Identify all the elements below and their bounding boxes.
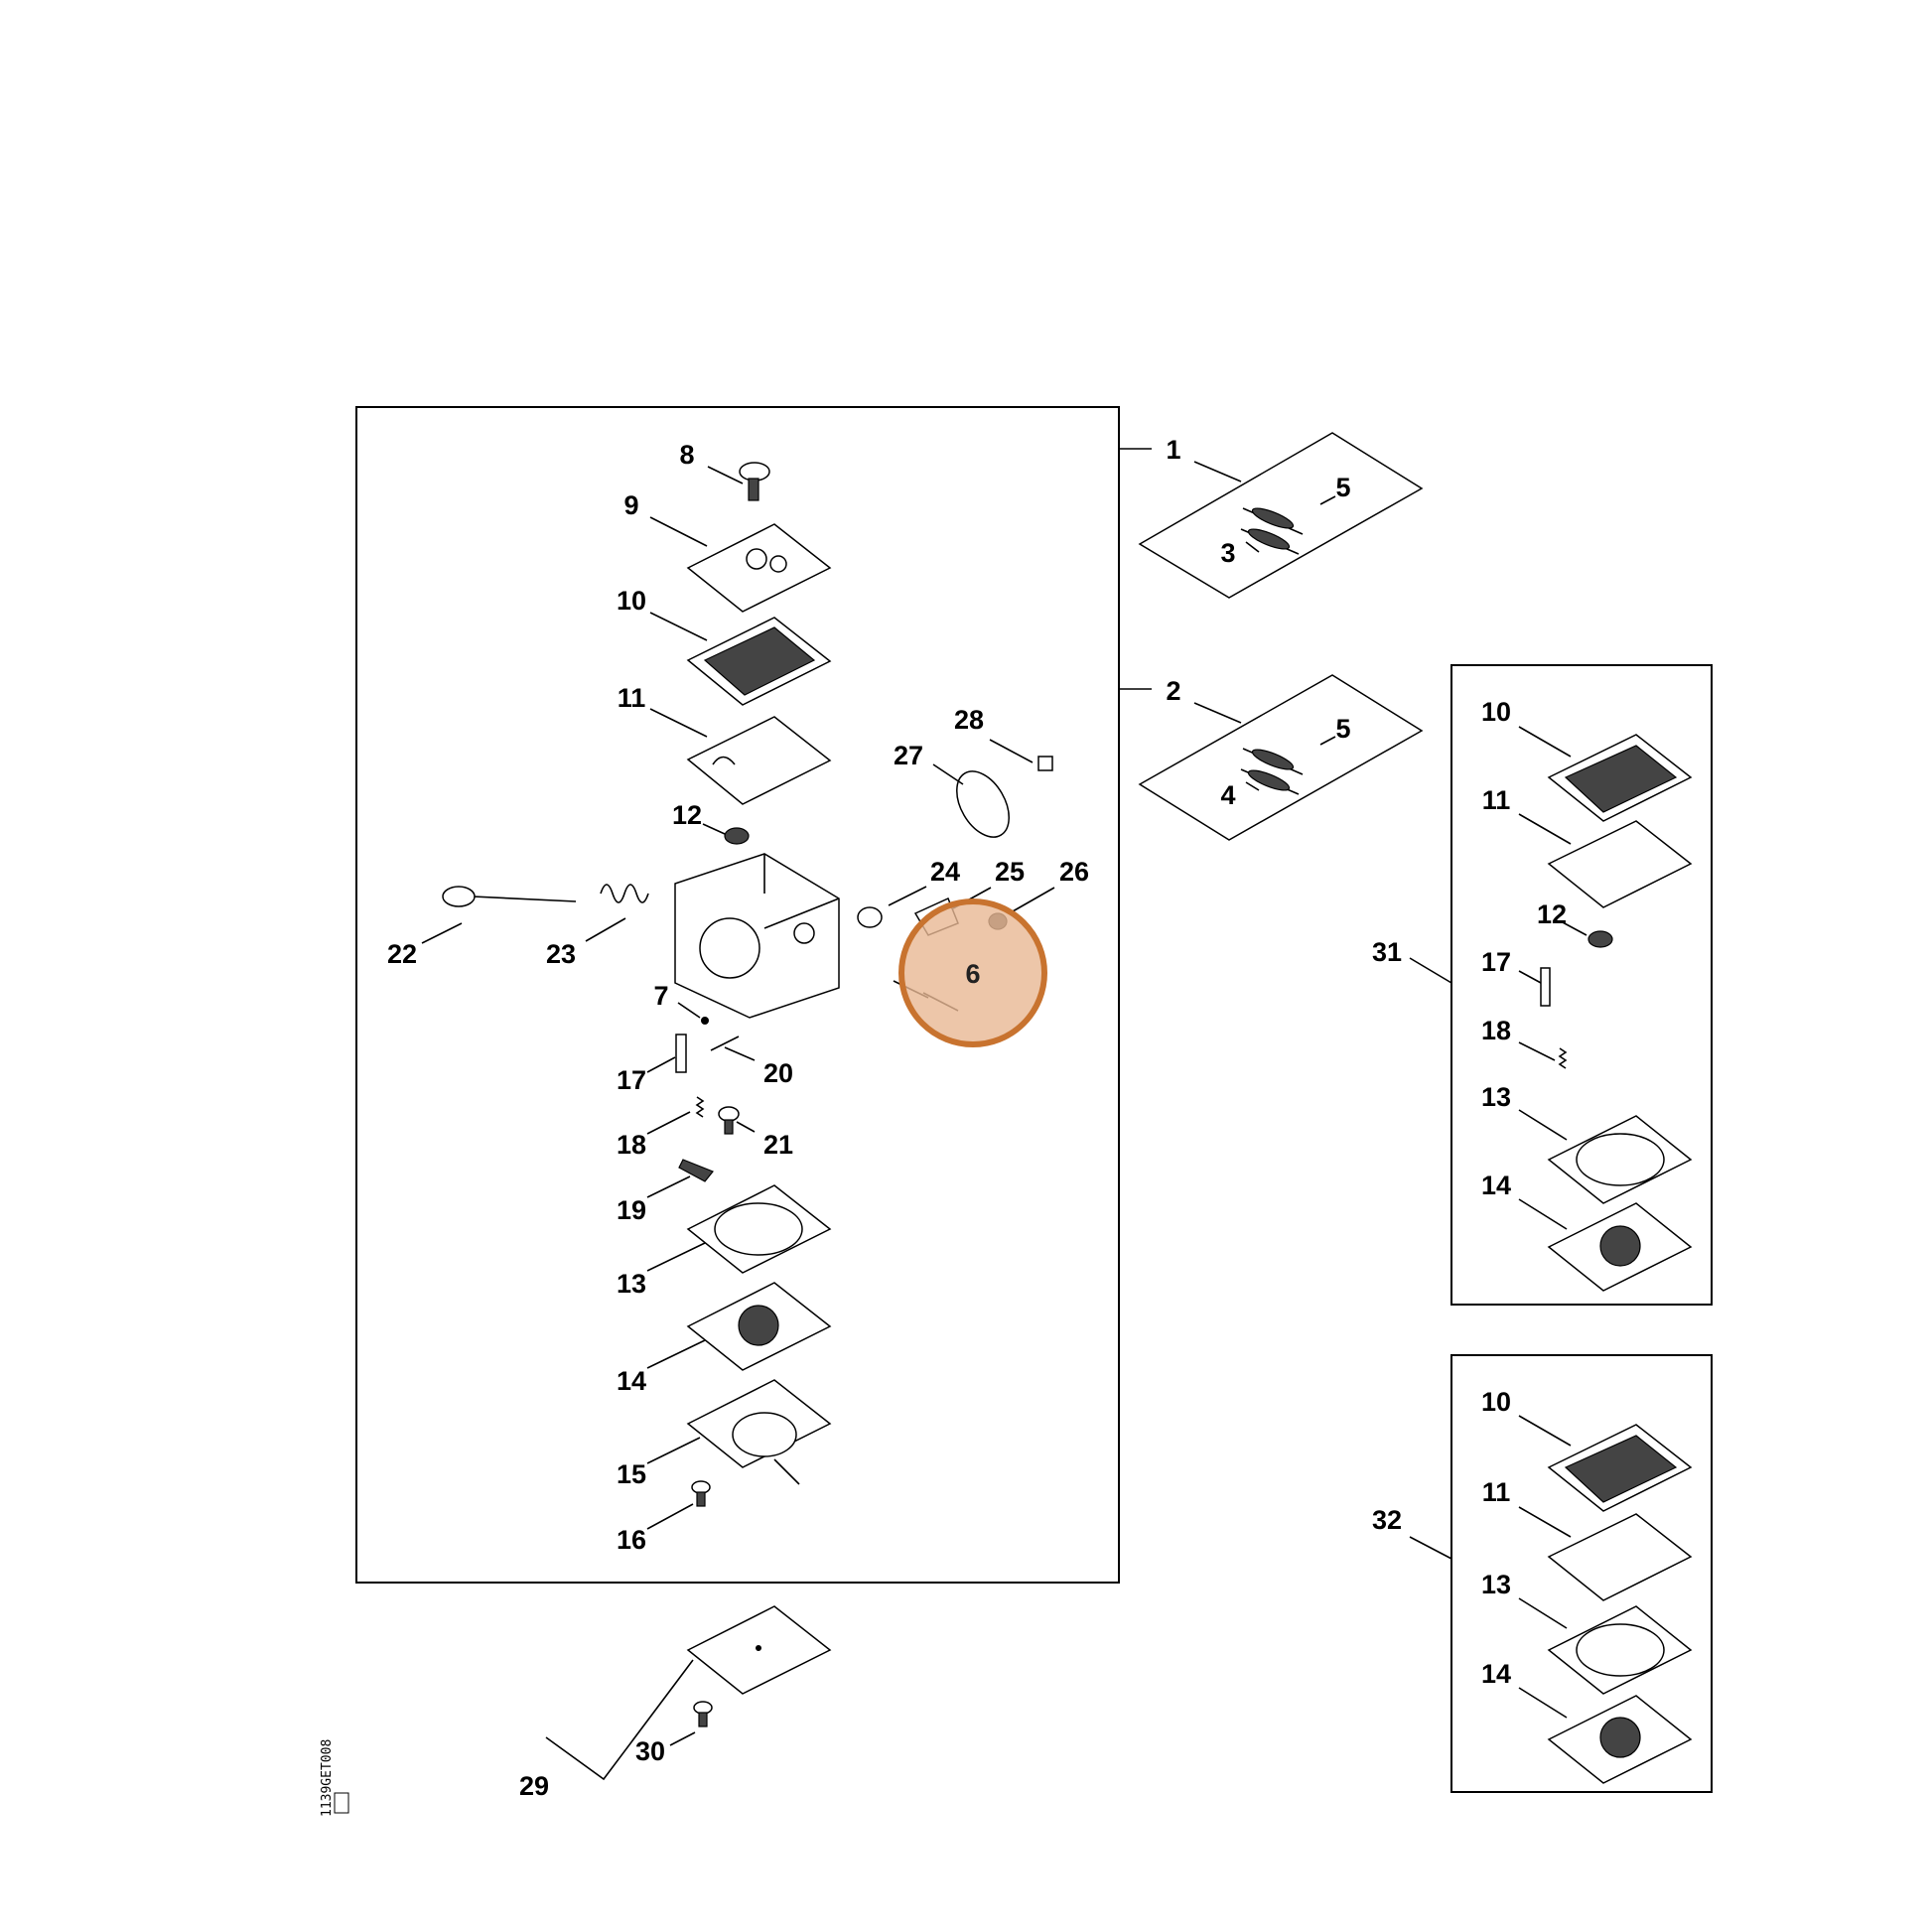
part-7-pin[interactable] xyxy=(701,1017,709,1025)
kit-31-diaphragm-14[interactable] xyxy=(1547,1202,1693,1292)
kit-31-label-18[interactable]: 18 xyxy=(1481,1016,1511,1045)
label-32[interactable]: 32 xyxy=(1372,1505,1402,1535)
label-22[interactable]: 22 xyxy=(387,939,417,969)
carburetor-body[interactable] xyxy=(674,853,840,1019)
main-assembly-frame xyxy=(355,406,1120,1584)
kit-32-frame xyxy=(1450,1354,1713,1793)
kit-32-label-11[interactable]: 11 xyxy=(1482,1477,1511,1507)
label-4[interactable]: 4 xyxy=(1220,780,1235,810)
label-26[interactable]: 26 xyxy=(1059,857,1089,887)
part-13-gasket[interactable] xyxy=(686,1184,832,1274)
label-24[interactable]: 24 xyxy=(930,857,960,887)
part-11-membrane[interactable] xyxy=(686,716,832,805)
label-13[interactable]: 13 xyxy=(617,1269,646,1299)
label-12[interactable]: 12 xyxy=(672,800,702,830)
kit-31-spring-18[interactable] xyxy=(1558,1047,1568,1069)
part-9-cover[interactable] xyxy=(686,523,832,613)
part-6-hotspot[interactable]: 6 xyxy=(898,898,1047,1047)
label-3[interactable]: 3 xyxy=(1220,538,1235,568)
kit-31-label-11[interactable]: 11 xyxy=(1482,785,1511,815)
drawing-code-box xyxy=(334,1792,349,1814)
label-15[interactable]: 15 xyxy=(617,1459,646,1489)
label-23[interactable]: 23 xyxy=(546,939,576,969)
kit-32-label-13[interactable]: 13 xyxy=(1481,1570,1511,1599)
part-10-gasket[interactable] xyxy=(686,617,832,706)
kit-31-label-10[interactable]: 10 xyxy=(1481,697,1511,727)
label-30[interactable]: 30 xyxy=(635,1736,665,1766)
label-21[interactable]: 21 xyxy=(763,1130,793,1160)
kit-31-label-12[interactable]: 12 xyxy=(1537,899,1567,929)
kit-32-label-14[interactable]: 14 xyxy=(1481,1659,1511,1689)
part-29-cover[interactable] xyxy=(686,1605,832,1695)
kit-31-label-13[interactable]: 13 xyxy=(1481,1082,1511,1112)
kit-31-membrane-11[interactable] xyxy=(1547,820,1693,908)
label-27[interactable]: 27 xyxy=(894,741,923,770)
kit-1-bag[interactable] xyxy=(1138,432,1424,599)
part-8-screw[interactable] xyxy=(739,462,770,501)
kit-32-gasket-13[interactable] xyxy=(1547,1605,1693,1695)
part-20-pin[interactable] xyxy=(710,1035,740,1051)
label-16[interactable]: 16 xyxy=(617,1525,646,1555)
kit-31-gasket-10[interactable] xyxy=(1547,734,1693,822)
part-18-spring[interactable] xyxy=(695,1096,705,1118)
part-12-nut[interactable] xyxy=(724,827,750,845)
part-15-cover[interactable] xyxy=(686,1379,832,1485)
drawing-code: 1139GET008 xyxy=(320,1739,335,1817)
label-14[interactable]: 14 xyxy=(617,1366,646,1396)
part-17-needle[interactable] xyxy=(675,1034,687,1073)
label-25[interactable]: 25 xyxy=(995,857,1025,887)
label-29[interactable]: 29 xyxy=(519,1771,549,1801)
label-7[interactable]: 7 xyxy=(653,981,668,1011)
label-10[interactable]: 10 xyxy=(617,586,646,616)
kit-32-label-10[interactable]: 10 xyxy=(1481,1387,1511,1417)
part-19-lever[interactable] xyxy=(678,1159,714,1182)
label-2[interactable]: 2 xyxy=(1166,676,1180,706)
kit-31-nut-12[interactable] xyxy=(1587,930,1613,948)
kit-31-needle-17[interactable] xyxy=(1540,967,1551,1007)
kit-32-gasket-10[interactable] xyxy=(1547,1424,1693,1512)
label-17[interactable]: 17 xyxy=(617,1065,646,1095)
kit-32-diaphragm-14[interactable] xyxy=(1547,1695,1693,1784)
part-24-ring[interactable] xyxy=(857,906,883,928)
kit-32-membrane-11[interactable] xyxy=(1547,1513,1693,1601)
part-22-throttle-shaft[interactable] xyxy=(442,886,577,907)
label-11[interactable]: 11 xyxy=(618,683,646,713)
kit-31-gasket-13[interactable] xyxy=(1547,1115,1693,1204)
kit-31-label-14[interactable]: 14 xyxy=(1481,1171,1511,1200)
part-14-diaphragm[interactable] xyxy=(686,1282,832,1371)
part-30-screw[interactable] xyxy=(693,1701,713,1727)
label-31[interactable]: 31 xyxy=(1372,937,1402,967)
part-27-disc[interactable] xyxy=(946,762,1020,846)
label-19[interactable]: 19 xyxy=(617,1195,646,1225)
label-5-kit2[interactable]: 5 xyxy=(1335,714,1350,744)
kit-2-bag[interactable] xyxy=(1138,674,1424,841)
part-6-label: 6 xyxy=(965,959,980,989)
part-28-screw[interactable] xyxy=(1037,756,1053,771)
label-1[interactable]: 1 xyxy=(1166,435,1180,465)
label-20[interactable]: 20 xyxy=(763,1058,793,1088)
label-18[interactable]: 18 xyxy=(617,1130,646,1160)
label-28[interactable]: 28 xyxy=(954,705,984,735)
part-23-spring[interactable] xyxy=(600,884,649,903)
part-16-screw[interactable] xyxy=(691,1480,711,1507)
label-5-kit1[interactable]: 5 xyxy=(1335,473,1350,502)
kit-31-frame xyxy=(1450,664,1713,1306)
kit-31-label-17[interactable]: 17 xyxy=(1481,947,1511,977)
label-8[interactable]: 8 xyxy=(679,440,694,470)
label-9[interactable]: 9 xyxy=(623,490,638,520)
part-21-screw[interactable] xyxy=(718,1106,740,1135)
